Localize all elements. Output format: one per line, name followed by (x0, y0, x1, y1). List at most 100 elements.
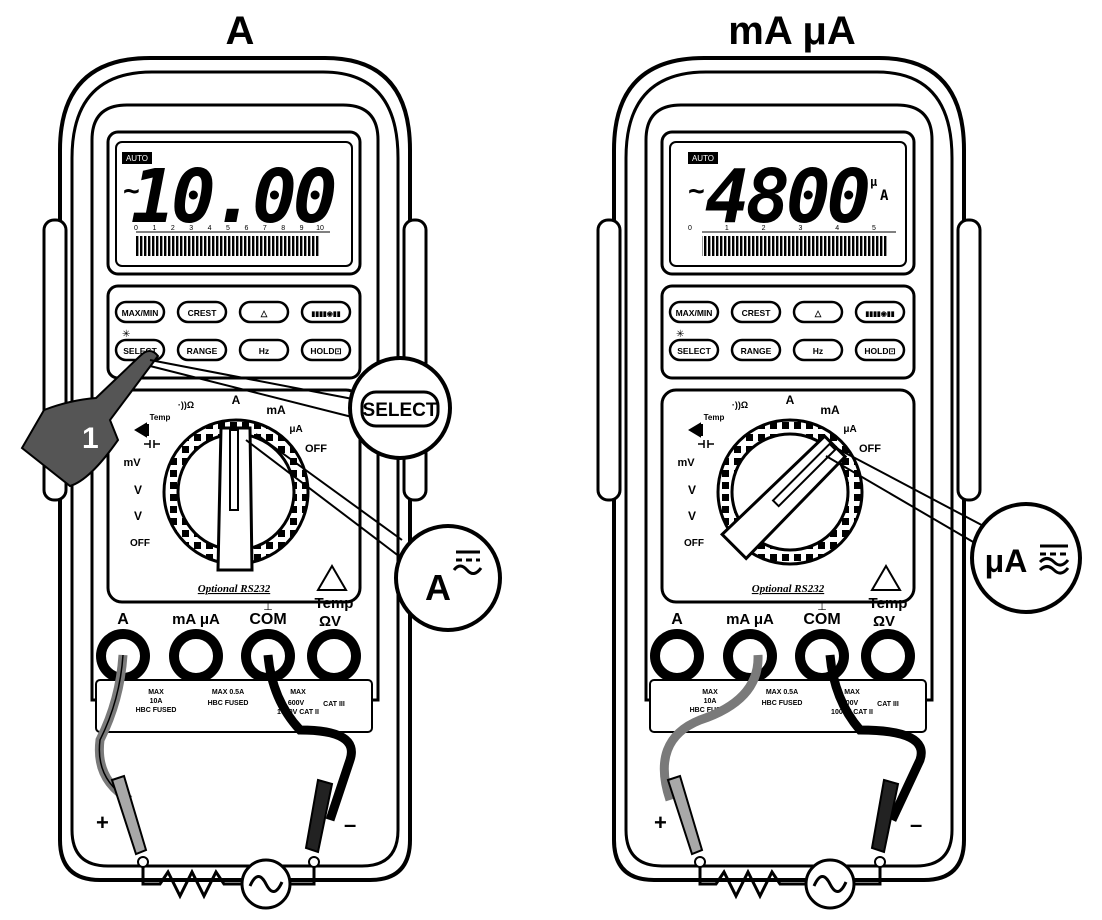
select-button-label: SELECT (677, 346, 711, 356)
finger-pointer: 1 (20, 350, 160, 488)
rating-max05a_2: HBC FUSED (208, 700, 249, 707)
select-button[interactable]: SELECT (668, 338, 720, 362)
scale-tick-label: 1 (152, 225, 156, 232)
lcd-unit: A (322, 186, 331, 202)
delta-button[interactable]: △ (238, 300, 290, 324)
dial-callout-a: A (394, 524, 502, 632)
button-panel (106, 284, 362, 380)
lcd-reading: 4800 (705, 154, 869, 240)
lcd-unit-prefix: μ (870, 175, 877, 189)
hz-button[interactable]: Hz (238, 338, 290, 362)
dial-label-ua: μA (289, 424, 302, 435)
lcd-screen (669, 141, 907, 267)
scale-tick-label: 9 (300, 225, 304, 232)
scale-tick-label: 4 (208, 225, 212, 232)
scale-tick-label: 10 (316, 225, 324, 232)
rating-max05a_1: MAX 0.5A (212, 689, 244, 696)
light-button[interactable]: ▮▮▮▮◉▮▮ (300, 300, 352, 324)
range-button[interactable]: RANGE (730, 338, 782, 362)
svg-text:⊥: ⊥ (263, 601, 273, 613)
dial-label-off2: OFF (130, 538, 150, 549)
test-leads-right: + – (654, 654, 926, 910)
scale-tick-label: 7 (263, 225, 267, 232)
dial-label-amp: A (232, 393, 241, 407)
dial-label-mv: mV (123, 457, 141, 469)
dial-label-off: OFF (305, 443, 327, 455)
auto-indicator: AUTO (692, 154, 714, 163)
maxmin-button[interactable]: MAX/MIN (114, 300, 166, 324)
diode-icon (134, 422, 149, 438)
jack-label-a: A (117, 611, 129, 628)
rating-max10a_1: MAX (148, 689, 164, 696)
scale-tick-label: 3 (189, 225, 193, 232)
plus-sign: + (654, 810, 667, 835)
delta-button-label: △ (260, 308, 269, 318)
dial-label-vdc: V (134, 483, 142, 497)
scale-tick-label: 3 (798, 225, 802, 232)
crest-button[interactable]: CREST (176, 300, 228, 324)
ac-indicator: ~ (688, 174, 705, 207)
jack-label-temp: Temp (869, 595, 908, 612)
diode-icon (688, 422, 703, 438)
rating-max10a_2: 10A (704, 698, 717, 705)
light-button[interactable]: ▮▮▮▮◉▮▮ (854, 300, 906, 324)
auto-indicator: AUTO (126, 154, 148, 163)
rating-max600v_2: 600V (288, 700, 305, 707)
select-callout: SELECT (348, 356, 452, 460)
select-callout-label: SELECT (363, 400, 438, 421)
delta-button[interactable]: △ (792, 300, 844, 324)
backlight-icon: ✳ (122, 329, 130, 340)
dial-label-vdc: V (688, 483, 696, 497)
jack-label-ohmv: ΩV (873, 613, 895, 630)
hold-button-label: HOLD⊡ (310, 346, 341, 356)
crest-button-label: CREST (188, 308, 218, 318)
range-button[interactable]: RANGE (176, 338, 228, 362)
dial-label-off2: OFF (684, 538, 704, 549)
hold-button[interactable]: HOLD⊡ (300, 338, 352, 362)
scale-tick-label: 2 (171, 225, 175, 232)
maxmin-button-label: MAX/MIN (676, 308, 713, 318)
dial-callout-label: μA (985, 543, 1028, 579)
scale-tick-label: 1 (725, 225, 729, 232)
minus-sign: – (910, 812, 922, 837)
minus-sign: – (344, 812, 356, 837)
delta-button-label: △ (814, 308, 823, 318)
rating-max600v_3: 1000V CAT II (277, 709, 319, 716)
rating-max10a_1: MAX (702, 689, 718, 696)
meter-title: mA μA (728, 9, 855, 53)
maxmin-button[interactable]: MAX/MIN (668, 300, 720, 324)
jack-label-com: COM (249, 611, 286, 628)
dial-label-vac: V (688, 509, 696, 523)
black-probe (304, 778, 334, 854)
rs232-label: Optional RS232 (752, 583, 825, 595)
scale-tick-label: 6 (244, 225, 248, 232)
light-button-label: ▮▮▮▮◉▮▮ (311, 311, 340, 318)
hz-button[interactable]: Hz (792, 338, 844, 362)
meter-title: A (226, 9, 255, 53)
crest-button-label: CREST (742, 308, 772, 318)
test-leads-left: + – (94, 654, 356, 910)
jack-label-maua: mA μA (726, 611, 774, 628)
dial-callout-ua: μA (970, 502, 1082, 614)
rating-max05a_1: MAX 0.5A (766, 689, 798, 696)
dial-label-ma: mA (266, 403, 286, 417)
rating-cat: CAT III (323, 701, 345, 708)
backlight-icon: ✳ (676, 329, 684, 340)
scale-tick-label: 4 (835, 225, 839, 232)
maxmin-button-label: MAX/MIN (122, 308, 159, 318)
scale-tick-label: 5 (226, 225, 230, 232)
crest-button[interactable]: CREST (730, 300, 782, 324)
lcd-screen (115, 141, 353, 267)
light-button-label: ▮▮▮▮◉▮▮ (865, 311, 894, 318)
range-button-label: RANGE (741, 346, 772, 356)
dial-label-ohm: ·))Ω (178, 400, 194, 410)
svg-text:⊥: ⊥ (817, 601, 827, 613)
rating-max10a_3: HBC FUSED (136, 707, 177, 714)
hold-button[interactable]: HOLD⊡ (854, 338, 906, 362)
jack-label-ohmv: ΩV (319, 613, 341, 630)
scale-tick-label: 2 (762, 225, 766, 232)
scale-tick-label: 5 (872, 225, 876, 232)
